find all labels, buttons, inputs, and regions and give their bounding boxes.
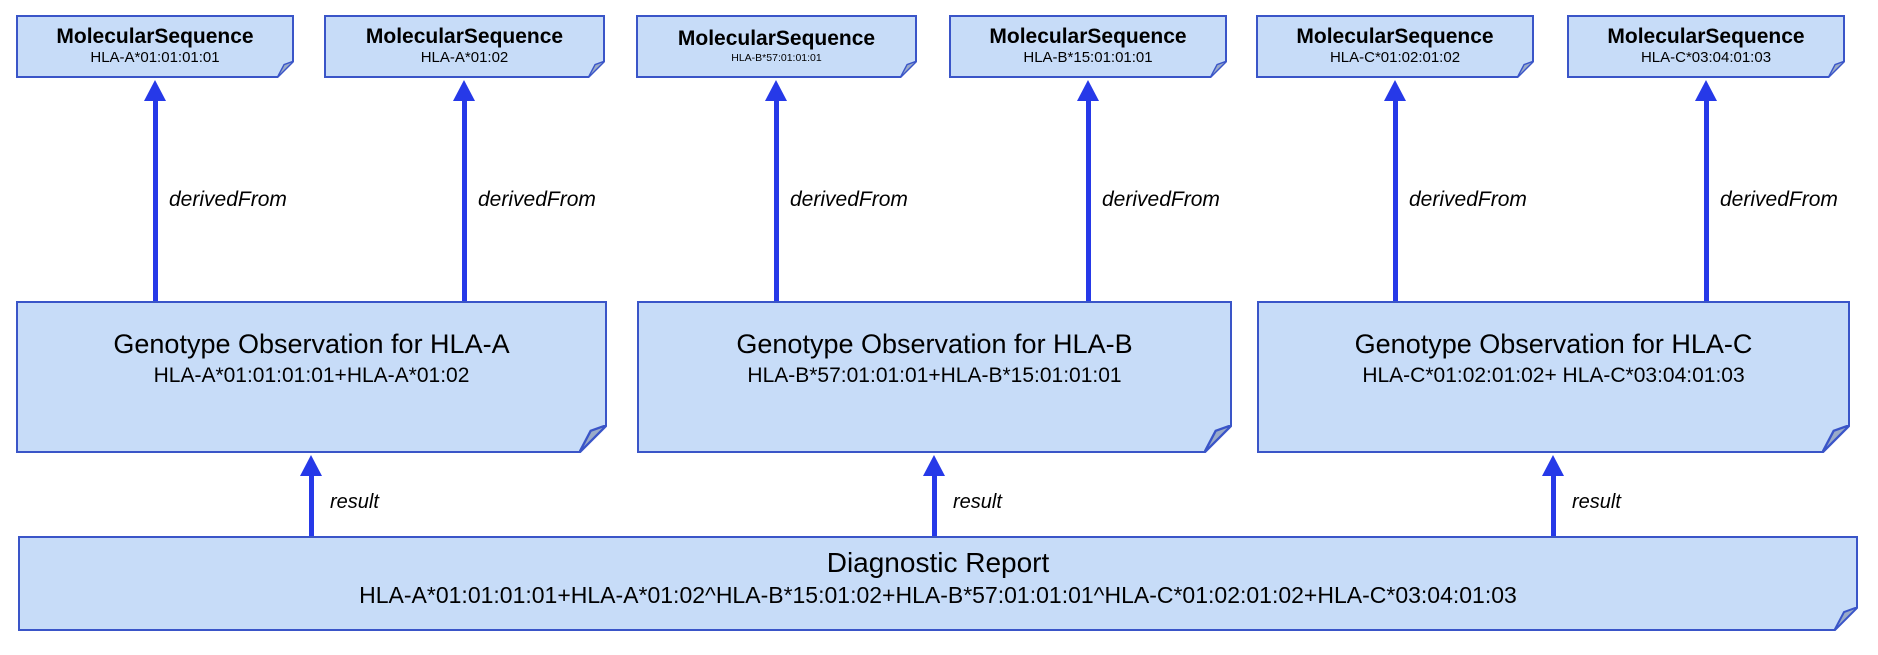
arrowhead-up-icon <box>144 80 166 101</box>
folded-corner-icon <box>277 61 294 78</box>
folded-corner-icon <box>1210 61 1227 78</box>
arrowhead-up-icon <box>923 455 945 476</box>
folded-corner-icon <box>1517 61 1534 78</box>
derivedfrom-label-3: derivedFrom <box>790 188 908 211</box>
arrowhead-up-icon <box>1542 455 1564 476</box>
note-subtitle: HLA-C*03:04:01:03 <box>1640 48 1772 66</box>
note-subtitle: HLA-B*57:01:01:01 <box>731 51 822 64</box>
arrow-shaft <box>1550 476 1556 536</box>
note-title: Genotype Observation for HLA-B <box>736 329 1133 360</box>
arrow-shaft <box>1703 101 1709 301</box>
arrow-shaft <box>1085 101 1091 301</box>
derivedfrom-label-2: derivedFrom <box>478 188 596 211</box>
note-subtitle: HLA-C*01:02:01:02 <box>1329 48 1461 66</box>
note-subtitle: HLA-A*01:01:01:01+HLA-A*01:02^HLA-B*15:0… <box>359 581 1517 608</box>
molecularsequence-note-5: MolecularSequence HLA-C*01:02:01:02 <box>1256 15 1534 78</box>
arrow-shaft <box>461 101 467 301</box>
derivedfrom-label-1: derivedFrom <box>169 188 287 211</box>
derivedfrom-label-5: derivedFrom <box>1409 188 1527 211</box>
folded-corner-icon <box>1204 425 1232 453</box>
result-label-3: result <box>1572 491 1621 513</box>
arrow-shaft <box>308 476 314 536</box>
result-label-2: result <box>953 491 1002 513</box>
note-subtitle: HLA-A*01:02 <box>420 48 509 66</box>
note-subtitle: HLA-B*15:01:01:01 <box>1023 48 1153 66</box>
note-title: Genotype Observation for HLA-A <box>113 329 510 360</box>
note-title: MolecularSequence <box>56 24 254 48</box>
arrow-shaft <box>1392 101 1398 301</box>
note-title: MolecularSequence <box>365 24 564 48</box>
result-arrow-1 <box>300 455 322 536</box>
molecularsequence-note-3: MolecularSequence HLA-B*57:01:01:01 <box>636 15 917 78</box>
note-title: Diagnostic Report <box>826 547 1050 579</box>
folded-corner-icon <box>900 61 917 78</box>
arrowhead-up-icon <box>1384 80 1406 101</box>
result-arrow-3 <box>1542 455 1564 536</box>
arrow-shaft <box>152 101 158 301</box>
folded-corner-icon <box>579 425 607 453</box>
note-title: MolecularSequence <box>1296 24 1494 48</box>
note-title: MolecularSequence <box>677 27 876 51</box>
derivedfrom-arrow-4 <box>1077 80 1099 301</box>
derivedfrom-arrow-1 <box>144 80 166 301</box>
folded-corner-icon <box>1822 425 1850 453</box>
folded-corner-icon <box>1828 61 1845 78</box>
derivedfrom-label-6: derivedFrom <box>1720 188 1838 211</box>
genotype-observation-note-hla-c: Genotype Observation for HLA-C HLA-C*01:… <box>1257 301 1850 453</box>
folded-corner-icon <box>1834 607 1858 631</box>
genotype-observation-note-hla-a: Genotype Observation for HLA-A HLA-A*01:… <box>16 301 607 453</box>
molecularsequence-note-2: MolecularSequence HLA-A*01:02 <box>324 15 605 78</box>
molecularsequence-note-4: MolecularSequence HLA-B*15:01:01:01 <box>949 15 1227 78</box>
note-subtitle: HLA-A*01:01:01:01 <box>90 48 220 66</box>
arrowhead-up-icon <box>300 455 322 476</box>
note-title: MolecularSequence <box>1607 24 1805 48</box>
derivedfrom-arrow-5 <box>1384 80 1406 301</box>
arrowhead-up-icon <box>1077 80 1099 101</box>
note-title: Genotype Observation for HLA-C <box>1354 329 1753 360</box>
result-label-1: result <box>330 491 379 513</box>
note-subtitle: HLA-B*57:01:01:01+HLA-B*15:01:01:01 <box>747 364 1122 388</box>
molecularsequence-note-1: MolecularSequence HLA-A*01:01:01:01 <box>16 15 294 78</box>
arrow-shaft <box>931 476 937 536</box>
derivedfrom-arrow-2 <box>453 80 475 301</box>
arrowhead-up-icon <box>765 80 787 101</box>
derivedfrom-label-4: derivedFrom <box>1102 188 1220 211</box>
derivedfrom-arrow-6 <box>1695 80 1717 301</box>
arrow-shaft <box>773 101 779 301</box>
diagnostic-report-note: Diagnostic Report HLA-A*01:01:01:01+HLA-… <box>18 536 1858 631</box>
arrowhead-up-icon <box>453 80 475 101</box>
genotype-observation-note-hla-b: Genotype Observation for HLA-B HLA-B*57:… <box>637 301 1232 453</box>
result-arrow-2 <box>923 455 945 536</box>
note-subtitle: HLA-C*01:02:01:02+ HLA-C*03:04:01:03 <box>1362 364 1745 388</box>
note-title: MolecularSequence <box>989 24 1187 48</box>
molecularsequence-note-6: MolecularSequence HLA-C*03:04:01:03 <box>1567 15 1845 78</box>
arrowhead-up-icon <box>1695 80 1717 101</box>
note-subtitle: HLA-A*01:01:01:01+HLA-A*01:02 <box>153 364 470 388</box>
folded-corner-icon <box>588 61 605 78</box>
derivedfrom-arrow-3 <box>765 80 787 301</box>
